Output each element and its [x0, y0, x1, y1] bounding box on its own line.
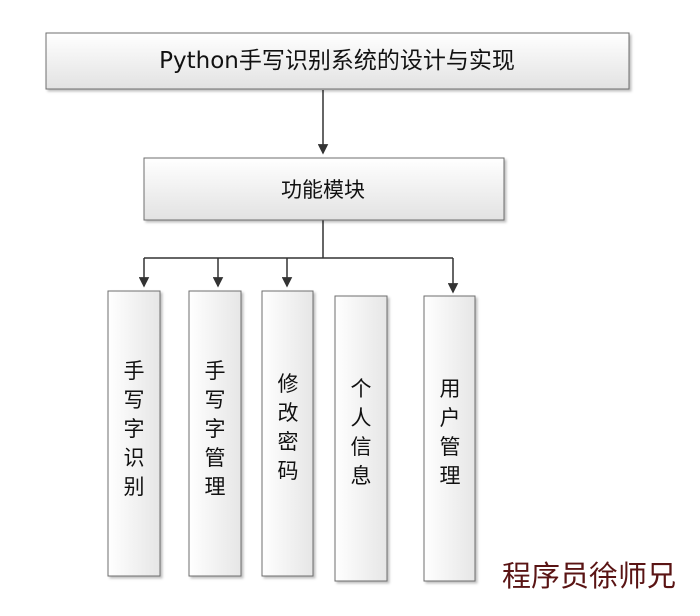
child-node-user-management: 用户管理	[423, 295, 476, 582]
child-node-handwriting-management: 手写字管理	[188, 290, 242, 577]
child-box-5	[423, 295, 476, 582]
child-node-change-password: 修改密码	[261, 290, 314, 577]
module-node: 功能模块	[143, 157, 505, 221]
child-nodes: 手写字识别 手写字管理 修改密码 个人信息 用户管理	[107, 290, 476, 582]
root-node: Python手写识别系统的设计与实现	[45, 32, 630, 90]
child-label-1: 手写字识别	[124, 359, 145, 499]
child-node-personal-info: 个人信息	[334, 295, 388, 582]
child-box-1	[107, 290, 161, 577]
connectors	[138, 90, 459, 294]
module-box	[143, 157, 505, 221]
child-label-4: 个人信息	[351, 377, 372, 488]
child-box-4	[334, 295, 388, 582]
root-label: Python手写识别系统的设计与实现	[159, 48, 515, 74]
watermark-text: 程序员徐师兄	[502, 559, 676, 593]
child-label-3: 修改密码	[278, 372, 299, 483]
child-node-handwriting-recognition: 手写字识别	[107, 290, 161, 577]
child-label-2: 手写字管理	[205, 359, 226, 499]
child-box-3	[261, 290, 314, 577]
root-box	[45, 32, 630, 90]
module-label: 功能模块	[281, 178, 365, 202]
child-label-5: 用户管理	[440, 377, 461, 488]
child-box-2	[188, 290, 242, 577]
